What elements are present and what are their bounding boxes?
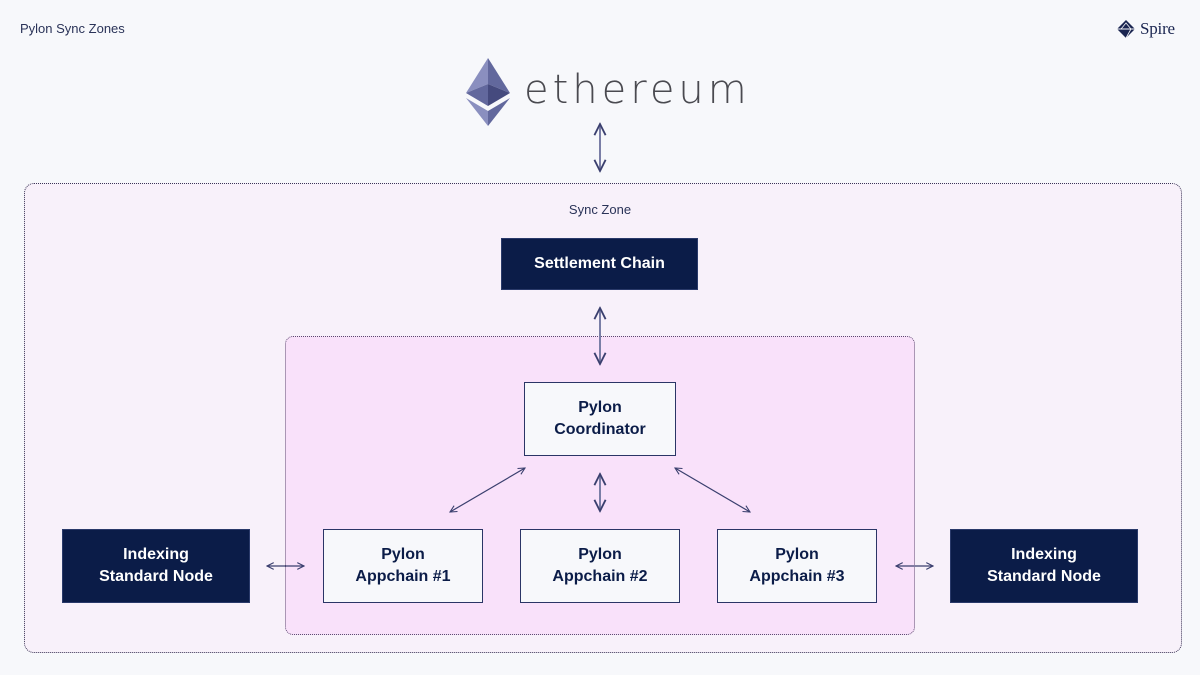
settlement-chain-label: Settlement Chain — [534, 255, 665, 272]
indexing-node-left[interactable]: Indexing Standard Node — [62, 529, 250, 603]
page-title: Pylon Sync Zones — [20, 21, 125, 36]
pylon-appchain-1-node[interactable]: Pylon Appchain #1 — [323, 529, 483, 603]
pylon-coordinator-node[interactable]: Pylon Coordinator — [524, 382, 676, 456]
node-label-line2: Appchain #1 — [355, 568, 451, 585]
node-label-line1: Pylon — [381, 546, 425, 563]
ethereum-logo: ethereum — [466, 58, 751, 126]
node-label-line1: Indexing — [123, 546, 189, 563]
node-label-line1: Indexing — [1011, 546, 1077, 563]
ethereum-wordmark: ethereum — [524, 67, 751, 113]
node-label-line2: Standard Node — [99, 568, 213, 585]
settlement-chain-node[interactable]: Settlement Chain — [501, 238, 698, 290]
pylon-appchain-2-node[interactable]: Pylon Appchain #2 — [520, 529, 680, 603]
pylon-appchain-3-node[interactable]: Pylon Appchain #3 — [717, 529, 877, 603]
node-label-line2: Coordinator — [554, 421, 646, 438]
node-label-line2: Appchain #3 — [749, 568, 845, 585]
node-label-line1: Pylon — [578, 399, 622, 416]
diamond-gem-icon — [1117, 20, 1135, 39]
brand-logo: Spire — [1116, 19, 1175, 39]
node-label-line2: Standard Node — [987, 568, 1101, 585]
ethereum-diamond-icon — [466, 58, 510, 126]
node-label-line2: Appchain #2 — [552, 568, 648, 585]
node-label-line1: Pylon — [775, 546, 819, 563]
brand-name: Spire — [1140, 19, 1175, 38]
sync-zone-label: Sync Zone — [568, 202, 632, 217]
node-label-line1: Pylon — [578, 546, 622, 563]
indexing-node-right[interactable]: Indexing Standard Node — [950, 529, 1138, 603]
